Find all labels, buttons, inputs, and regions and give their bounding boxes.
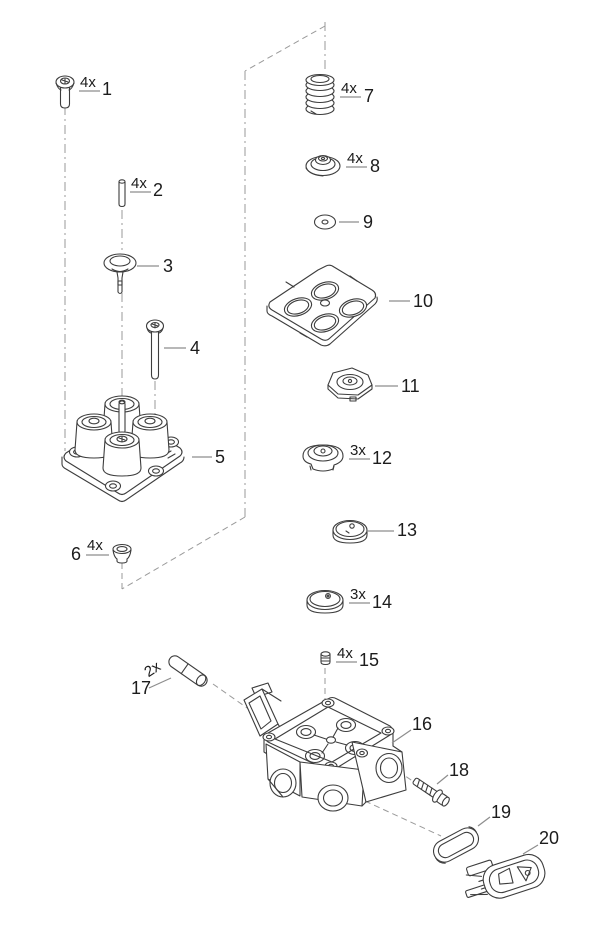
part-5-valve-cover-assembly xyxy=(61,395,185,503)
leader-lines xyxy=(79,90,539,855)
part-20-connector xyxy=(465,853,546,899)
callout-12-number: 12 xyxy=(372,448,393,468)
body-port-right xyxy=(375,752,403,784)
callout-9-number: 9 xyxy=(363,212,374,232)
callout-4-number: 4 xyxy=(190,338,201,358)
part-14-disc xyxy=(306,589,344,614)
callout-15-qty: 4x xyxy=(337,645,353,662)
part-3-poppet-valve xyxy=(103,253,137,295)
callout-6-number: 6 xyxy=(71,544,82,564)
callout-5-number: 5 xyxy=(215,447,226,467)
callout-2-qty: 4x xyxy=(131,175,147,192)
callout-3-number: 3 xyxy=(163,256,174,276)
callout-8-number: 8 xyxy=(370,156,381,176)
callout-19-number: 19 xyxy=(491,802,512,822)
part-9-washer xyxy=(313,214,337,230)
body-port-left xyxy=(269,768,297,798)
part-15-plug xyxy=(320,651,331,666)
callout-1-number: 1 xyxy=(102,79,113,99)
callout-17-number: 17 xyxy=(131,678,152,698)
body-port-front xyxy=(317,784,349,812)
part-12-diaphragm xyxy=(302,444,344,472)
qty-underline-17 xyxy=(148,677,172,689)
callout-2-number: 2 xyxy=(153,180,164,200)
part-16-valve-body xyxy=(243,682,407,812)
leader-16 xyxy=(391,729,412,744)
part-1-screw xyxy=(55,75,75,109)
body-connector-socket xyxy=(243,682,289,742)
part-4-bolt xyxy=(145,319,165,380)
solenoid-tower-front xyxy=(102,431,142,477)
solenoid-tower-right xyxy=(130,413,170,459)
callout-10-number: 10 xyxy=(413,291,434,311)
callout-7-qty: 4x xyxy=(341,80,357,97)
part-13-disc xyxy=(332,519,368,544)
part-19-seal xyxy=(432,826,480,864)
callout-20-number: 20 xyxy=(539,828,560,848)
leader-19 xyxy=(477,816,491,827)
part-17-pin xyxy=(168,655,208,687)
callout-16-number: 16 xyxy=(412,714,433,734)
callout-14-number: 14 xyxy=(372,592,393,612)
leader-20 xyxy=(522,844,539,855)
part-6-grommet xyxy=(112,543,132,564)
callout-18-number: 18 xyxy=(449,760,470,780)
callout-12-qty: 3x xyxy=(350,442,366,459)
callout-13-number: 13 xyxy=(397,520,418,540)
callout-6-qty: 4x xyxy=(87,537,103,554)
leader-18 xyxy=(436,774,449,785)
callout-7-number: 7 xyxy=(364,86,375,106)
body-screw-boss xyxy=(355,748,369,758)
callout-8-qty: 4x xyxy=(347,150,363,167)
solenoid-tower-rear xyxy=(102,395,142,441)
part-18-screw xyxy=(412,777,450,807)
part-2-pin xyxy=(118,179,126,208)
part-7-spring xyxy=(305,73,335,116)
callout-15-number: 15 xyxy=(359,650,380,670)
callout-14-qty: 3x xyxy=(350,586,366,603)
part-8-valve-seat xyxy=(305,154,341,177)
part-11-diaphragm-cap xyxy=(327,367,373,402)
part-10-gasket-plate xyxy=(266,264,378,347)
solenoid-tower-left xyxy=(74,413,114,459)
callout-11-number: 11 xyxy=(401,376,420,396)
callout-1-qty: 4x xyxy=(80,74,96,91)
